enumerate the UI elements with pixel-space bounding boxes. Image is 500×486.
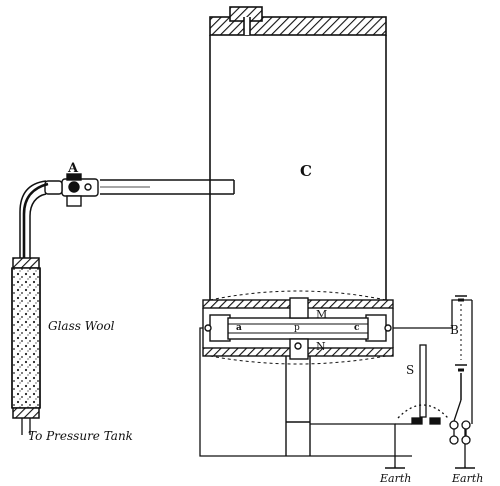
label-a: A [67, 161, 79, 176]
lower-pipe [285, 356, 311, 456]
plate-assembly [202, 290, 394, 365]
label-a-small: a [236, 323, 242, 333]
label-m: M [316, 308, 327, 321]
label-b: B [450, 323, 459, 337]
lid-slot [244, 17, 250, 35]
earth-left [385, 466, 405, 469]
label-earth-right: Earth [451, 472, 483, 485]
switch-s [397, 344, 449, 425]
label-c: C [300, 162, 312, 180]
earth-right [455, 466, 475, 469]
label-s: S [406, 363, 414, 377]
rubber-tube [19, 180, 49, 258]
inlet-pipe [100, 179, 235, 195]
label-c-small: c [354, 323, 360, 333]
chamber-c [209, 6, 387, 300]
label-pressure-tank: To Pressure Tank [28, 429, 133, 443]
stopcock-a [44, 173, 99, 207]
label-n: N [316, 340, 326, 353]
glass-wool-filter [11, 257, 41, 419]
label-glass-wool: Glass Wool [48, 319, 115, 333]
battery-b [455, 295, 467, 400]
key-contacts [449, 399, 471, 445]
label-earth-left: Earth [379, 472, 411, 485]
label-p-small: p [294, 323, 300, 333]
pressure-tank-pipe [21, 418, 31, 435]
